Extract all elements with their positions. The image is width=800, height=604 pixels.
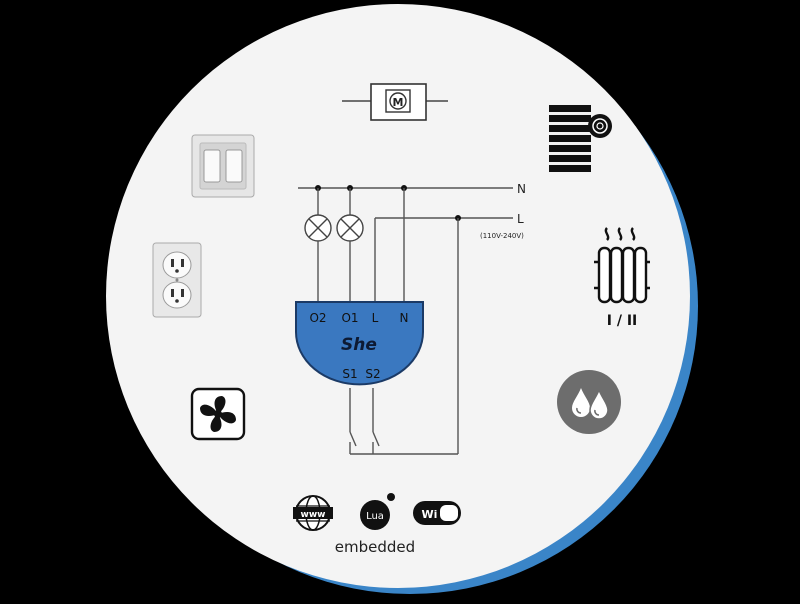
power-outlet-icon [152, 242, 202, 318]
neutral-label: N [517, 182, 526, 196]
fan-icon [190, 387, 246, 441]
lua-text: Lua [366, 511, 384, 522]
voltage-label: (110V-240V) [480, 232, 524, 240]
module-logo: She [341, 335, 377, 355]
wifi-text: Wi Fi [421, 508, 452, 521]
motor-letter: M [393, 96, 404, 109]
switch-contact [372, 431, 380, 447]
water-drops-icon [557, 370, 621, 434]
lamp-icon [336, 214, 364, 242]
roller-shutter-icon [549, 105, 612, 172]
terminal-s2: S2 [365, 367, 380, 381]
motor-icon: M [342, 83, 448, 121]
embedded-label: embedded [334, 538, 416, 556]
lamp-icon [304, 214, 332, 242]
radiator-icon: I / II [594, 227, 650, 329]
lua-icon: Lua [360, 493, 395, 530]
switch-contact [349, 431, 357, 447]
terminal-o2: O2 [309, 311, 326, 325]
globe-icon: www [293, 495, 333, 531]
shelly-module [295, 301, 424, 386]
terminal-n: N [400, 311, 409, 325]
terminal-o1: O1 [341, 311, 358, 325]
heater-caption: I / II [607, 313, 638, 329]
light-switch-icon [191, 134, 255, 198]
terminal-s1: S1 [342, 367, 357, 381]
live-label: L [517, 212, 524, 226]
wifi-icon: Wi Fi [413, 501, 461, 525]
terminal-l: L [372, 311, 379, 325]
www-text: www [301, 510, 326, 520]
